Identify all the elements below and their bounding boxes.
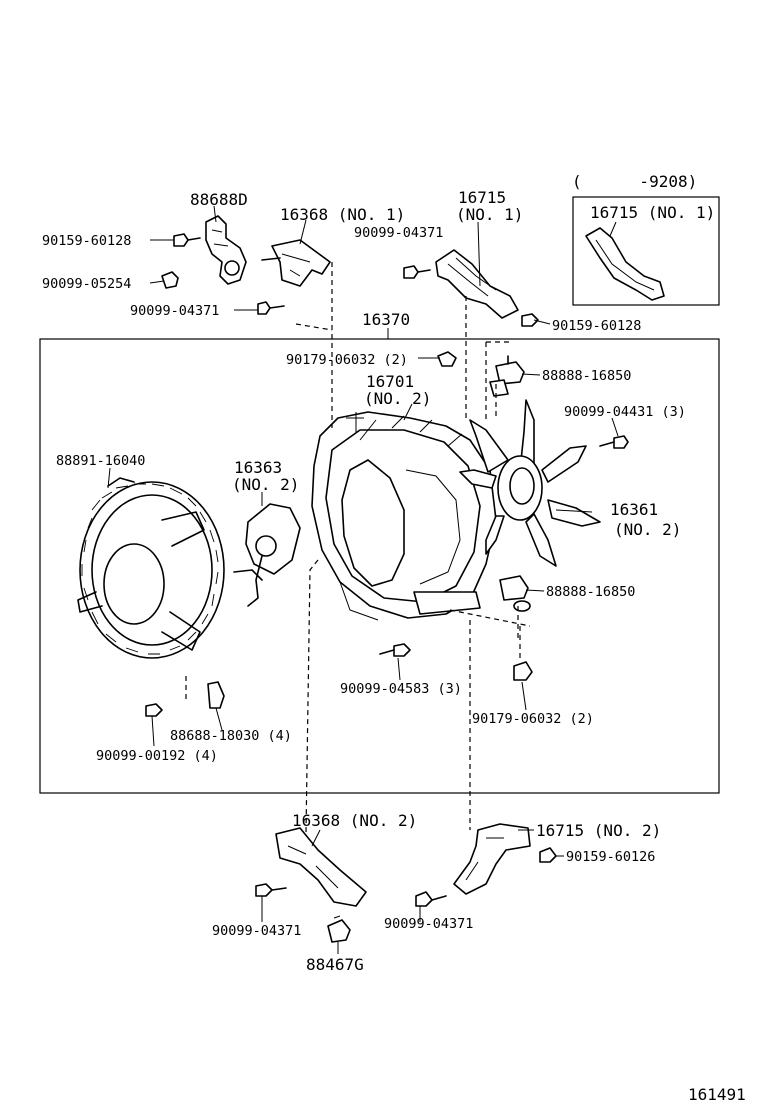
- label-16715-no2: 16715 (NO. 2): [536, 821, 661, 840]
- label-16370: 16370: [362, 310, 410, 329]
- bolt-90159-60126: [539, 847, 557, 863]
- bolt-90099-04371-c: [255, 883, 287, 897]
- label-90159-60128-b: 90159-60128: [552, 318, 641, 334]
- label-16715-top: 16715: [458, 188, 506, 207]
- label-90099-04371-d: 90099-04371: [384, 916, 473, 932]
- label-16701: 16701: [366, 372, 414, 391]
- bracket-16368-no2: [275, 827, 367, 907]
- label-16368-no1: 16368 (NO. 1): [280, 205, 405, 224]
- bracket-16715-no2: [453, 823, 531, 895]
- bolt-90159-60128-b: [521, 313, 539, 327]
- label-90099-04371-a: 90099-04371: [130, 303, 219, 319]
- bolt-90099-04583: [379, 643, 411, 657]
- fan-guard-88891-16040: [77, 477, 225, 659]
- label-16715-inset: 16715 (NO. 1): [590, 203, 715, 222]
- nut-90179-06032-bot: [513, 661, 533, 681]
- label-16361-no: (NO. 2): [614, 520, 681, 539]
- label-88888-16850-a: 88888-16850: [542, 368, 631, 384]
- fan-16361-no2: [459, 399, 601, 567]
- bolt-90099-04431: [599, 435, 629, 449]
- mount-88888-16850-b: [499, 575, 531, 612]
- bolt-90099-04371-a: [257, 301, 285, 315]
- bolt-90159-60128-a: [173, 233, 201, 247]
- label-90099-00192: 90099-00192 (4): [96, 748, 218, 764]
- bolt-90099-04371-b: [403, 265, 431, 279]
- label-16363-no: (NO. 2): [232, 475, 299, 494]
- label-16715-top-no: (NO. 1): [456, 205, 523, 224]
- label-90099-04371-c: 90099-04371: [212, 923, 301, 939]
- label-90179-06032-bot: 90179-06032 (2): [472, 711, 594, 727]
- main-assembly-frame: [39, 338, 720, 794]
- inset-frame: [572, 196, 720, 306]
- label-88688-18030: 88688-18030 (4): [170, 728, 292, 744]
- label-90159-60126: 90159-60126: [566, 849, 655, 865]
- label-88891-16040: 88891-16040: [56, 453, 145, 469]
- mount-88888-16850-a: [489, 355, 525, 397]
- label-16361: 16361: [610, 500, 658, 519]
- grommet-88467G: [327, 915, 351, 943]
- dash-lines: [185, 262, 531, 833]
- label-16701-no: (NO. 2): [364, 389, 431, 408]
- inset-bracket-16715: [585, 227, 665, 301]
- grommet-90099-05254: [161, 271, 179, 289]
- shroud-part-16363: [233, 503, 301, 607]
- bolt-90099-00192: [145, 703, 163, 717]
- bracket-16715-no1: [435, 249, 519, 319]
- label-90099-04431: 90099-04431 (3): [564, 404, 686, 420]
- label-16368-no2: 16368 (NO. 2): [292, 811, 417, 830]
- clip-88688-18030: [207, 681, 225, 709]
- label-88688D: 88688D: [190, 190, 248, 209]
- clamp-88688D: [205, 215, 247, 285]
- label-90099-04371-b: 90099-04371: [354, 225, 443, 241]
- label-16363: 16363: [234, 458, 282, 477]
- label-range: ( -9208): [572, 172, 697, 191]
- leader-lines: [107, 205, 619, 954]
- label-90159-60128-a: 90159-60128: [42, 233, 131, 249]
- bolt-90099-04371-d: [415, 891, 447, 907]
- figure-number: 161491: [688, 1085, 746, 1104]
- label-88467G: 88467G: [306, 955, 364, 974]
- label-90179-06032-top: 90179-06032 (2): [286, 352, 408, 368]
- label-88888-16850-b: 88888-16850: [546, 584, 635, 600]
- fan-shroud-16701: [311, 411, 497, 621]
- bracket-16368-no1: [261, 239, 331, 287]
- label-90099-04583: 90099-04583 (3): [340, 681, 462, 697]
- nut-90179-06032-top: [437, 351, 457, 367]
- label-90099-05254: 90099-05254: [42, 276, 131, 292]
